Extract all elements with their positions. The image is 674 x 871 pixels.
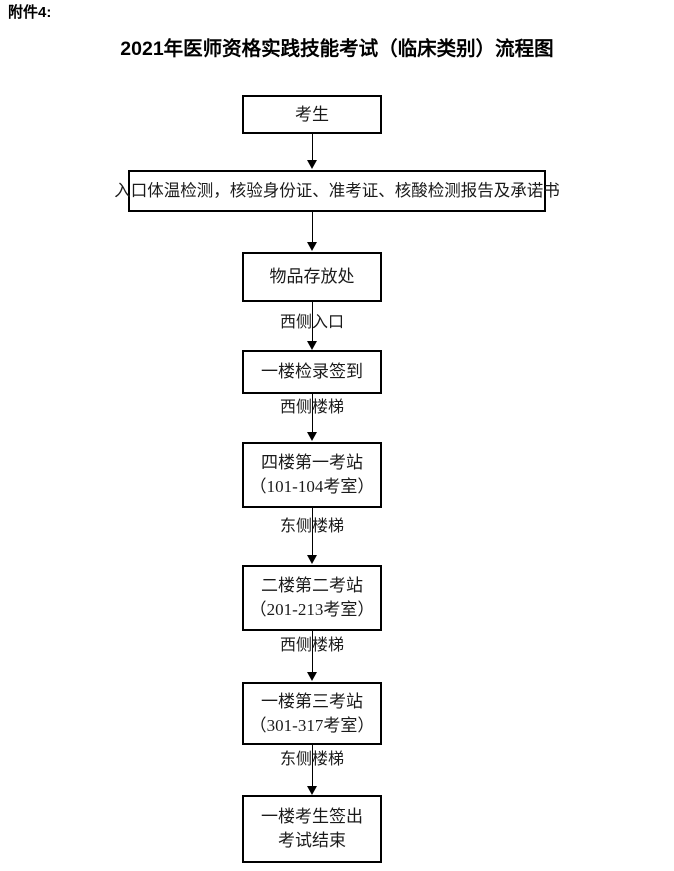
flow-node-line: 考试结束 bbox=[278, 831, 346, 850]
flow-node-line: 入口体温检测，核验身份证、准考证、核酸检测报告及承诺书 bbox=[114, 181, 560, 200]
connector-checkin-to-station-1 bbox=[312, 394, 313, 434]
flow-node-examinee: 考生 bbox=[242, 95, 382, 134]
arrowhead-station-3 bbox=[307, 672, 317, 681]
connector-station-2-to-station-3 bbox=[312, 631, 313, 676]
flow-node-line: 考生 bbox=[295, 104, 329, 124]
flow-node-line: （201-213考室） bbox=[249, 600, 375, 619]
edge-label-station-3-to-signout: 东侧楼梯 bbox=[279, 751, 344, 768]
flow-node-station-3: 一楼第三考站 （301-317考室） bbox=[242, 682, 382, 745]
edge-label-storage-to-checkin: 西侧入口 bbox=[279, 314, 344, 331]
connector-examinee-to-entry-check bbox=[312, 134, 313, 162]
flow-node-entry-check: 入口体温检测，核验身份证、准考证、核酸检测报告及承诺书 bbox=[114, 170, 560, 212]
connector-station-3-to-signout bbox=[312, 745, 313, 790]
connector-station-1-to-station-2 bbox=[312, 508, 313, 557]
arrowhead-station-2 bbox=[307, 555, 317, 564]
flow-node-line: 一楼考生签出 bbox=[261, 807, 363, 826]
arrowhead-entry-check bbox=[307, 160, 317, 169]
flow-node-signout: 一楼考生签出 考试结束 bbox=[242, 795, 382, 863]
flow-node-line: 二楼第二考站 bbox=[261, 576, 363, 595]
flow-node-station-1: 四楼第一考站 （101-104考室） bbox=[242, 442, 382, 508]
flow-node-line: 一楼第三考站 bbox=[261, 691, 363, 711]
arrowhead-storage bbox=[307, 242, 317, 251]
arrowhead-checkin bbox=[307, 341, 317, 350]
flow-node-storage: 物品存放处 bbox=[242, 252, 382, 302]
flow-node-checkin: 一楼检录签到 bbox=[242, 350, 382, 394]
attachment-label: 附件4: bbox=[8, 4, 52, 21]
arrowhead-signout bbox=[307, 786, 317, 795]
arrowhead-station-1 bbox=[307, 432, 317, 441]
edge-label-station-2-to-station-3: 西侧楼梯 bbox=[279, 637, 344, 654]
flow-node-station-2: 二楼第二考站 （201-213考室） bbox=[242, 565, 382, 631]
connector-storage-to-checkin bbox=[312, 302, 313, 344]
flow-node-line: （101-104考室） bbox=[249, 477, 375, 496]
flow-node-line: 物品存放处 bbox=[269, 267, 355, 286]
edge-label-checkin-to-station-1: 西侧楼梯 bbox=[279, 399, 344, 416]
flow-node-line: （301-317考室） bbox=[249, 715, 375, 735]
edge-label-station-1-to-station-2: 东侧楼梯 bbox=[279, 518, 344, 535]
page-title: 2021年医师资格实践技能考试（临床类别）流程图 bbox=[120, 38, 554, 60]
flow-node-line: 一楼检录签到 bbox=[261, 362, 363, 381]
flow-node-line: 四楼第一考站 bbox=[261, 453, 363, 472]
connector-entry-check-to-storage bbox=[312, 212, 313, 244]
